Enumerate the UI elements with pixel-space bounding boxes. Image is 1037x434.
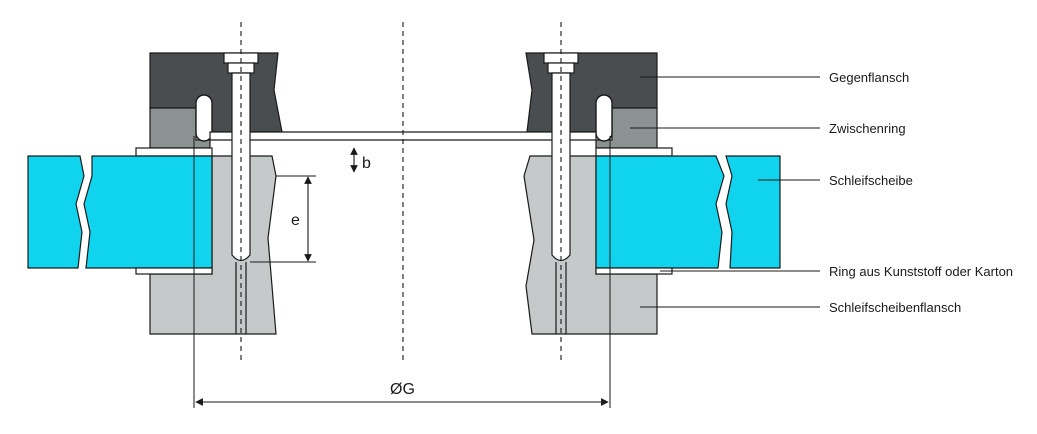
label-ring: Ring aus Kunststoff oder Karton: [829, 264, 1013, 279]
top-rim: [209, 131, 597, 141]
label-schleifscheibe: Schleifscheibe: [829, 173, 913, 188]
label-schleifscheibenflansch: Schleifscheibenflansch: [829, 300, 961, 315]
schleifscheibe-left-inner: [83, 155, 213, 269]
label-gegenflansch: Gegenflansch: [829, 70, 909, 85]
dim-e-label: e: [291, 212, 300, 229]
plastic-ring-left: [135, 267, 213, 275]
schleifscheibe-right-inner: [595, 155, 725, 269]
spacer-plate-left: [135, 147, 213, 157]
spacer-plate-right: [595, 147, 673, 157]
schleifscheibe-right-outer: [725, 155, 781, 269]
dim-g-label: ØG: [390, 381, 415, 398]
dim-b-label: b: [362, 155, 371, 172]
label-zwischenring: Zwischenring: [829, 121, 906, 136]
groove-right: [595, 94, 613, 142]
groove-left: [195, 94, 213, 142]
schleifscheibe-left-outer: [27, 155, 85, 269]
